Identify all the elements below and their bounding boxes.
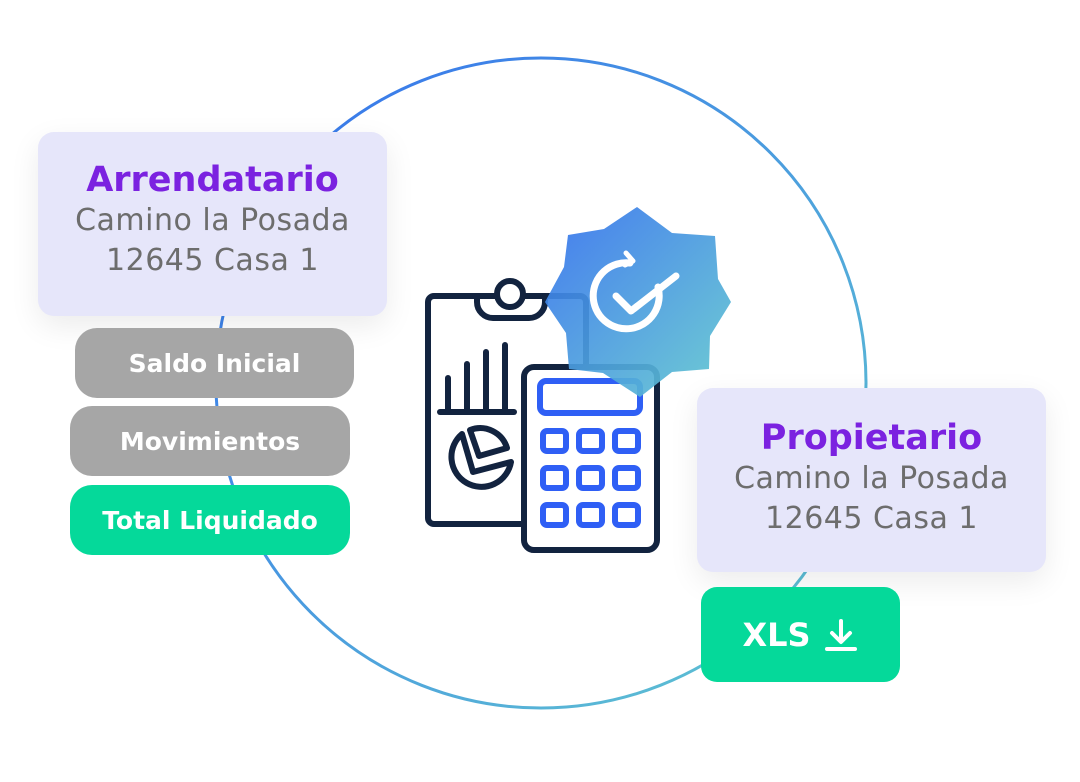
owner-title: Propietario [760, 418, 983, 458]
tenant-card: Arrendatario Camino la Posada 12645 Casa… [38, 132, 387, 316]
xls-download-button[interactable]: XLS [701, 587, 900, 682]
step-movimientos[interactable]: Movimientos [70, 406, 350, 476]
tenant-address-line1: Camino la Posada [75, 203, 350, 238]
owner-address-line1: Camino la Posada [734, 461, 1009, 496]
tenant-address-line2: 12645 Casa 1 [106, 243, 319, 278]
step-total-liquidado[interactable]: Total Liquidado [70, 485, 350, 555]
step-saldo-inicial[interactable]: Saldo Inicial [75, 328, 354, 398]
owner-card: Propietario Camino la Posada 12645 Casa … [697, 388, 1046, 572]
calculator-icon [521, 364, 660, 553]
clipboard-icon [425, 278, 589, 527]
download-icon [824, 618, 857, 651]
owner-address-line2: 12645 Casa 1 [765, 501, 978, 536]
tenant-title: Arrendatario [86, 160, 339, 200]
xls-label: XLS [742, 615, 811, 654]
verified-badge-icon [545, 207, 731, 397]
